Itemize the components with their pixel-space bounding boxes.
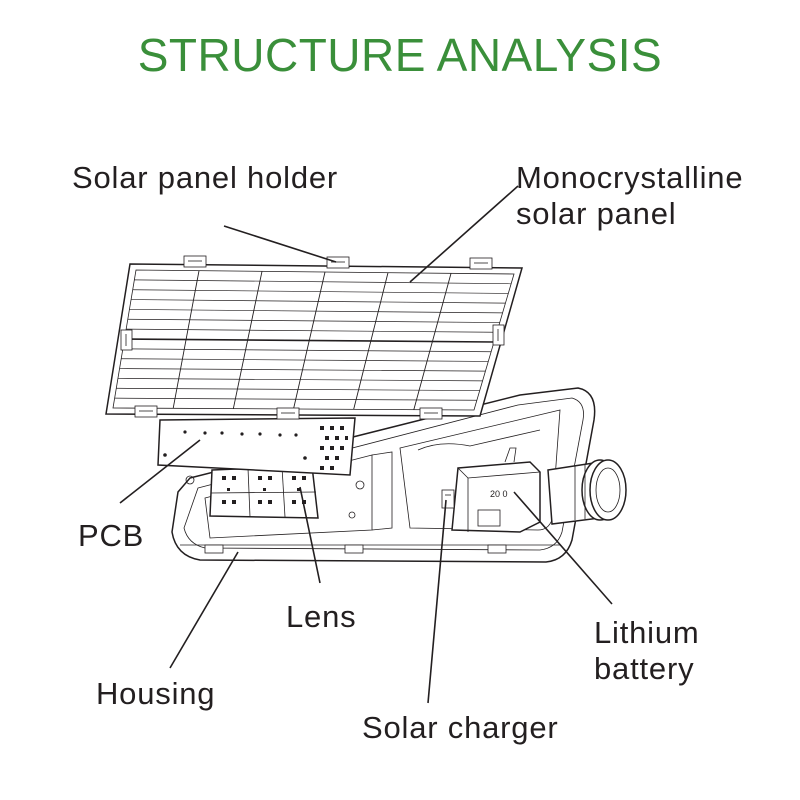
lens-array bbox=[209, 465, 319, 519]
solar-charger bbox=[441, 489, 455, 509]
page-title: STRUCTURE ANALYSIS bbox=[137, 29, 663, 81]
label-monocrystalline-solar-panel: Monocrystalline solar panel bbox=[516, 160, 743, 232]
panel-grid-line bbox=[119, 368, 486, 372]
panel-grid-line bbox=[126, 328, 497, 333]
solar-panel-holders bbox=[120, 255, 505, 420]
leader-lines bbox=[119, 185, 613, 704]
label-lens: Lens bbox=[286, 599, 357, 634]
leader-pcb bbox=[119, 439, 201, 504]
label-monocrystalline-line2: solar panel bbox=[516, 196, 677, 231]
panel-grid-line bbox=[127, 318, 500, 323]
leader-lithium-battery bbox=[513, 491, 613, 605]
panel-grid-line bbox=[122, 348, 492, 353]
leader-solar-charger bbox=[427, 499, 447, 704]
holder-clip bbox=[419, 407, 443, 420]
panel-grid-line bbox=[114, 397, 477, 401]
label-pcb: PCB bbox=[78, 518, 145, 553]
panel-grid-line bbox=[117, 378, 483, 382]
panel-grid-line bbox=[129, 309, 503, 314]
panel-grid-line bbox=[131, 299, 506, 304]
panel-grid-line bbox=[116, 387, 480, 391]
label-lithium-line1: Lithium bbox=[594, 615, 700, 650]
panel-grid-line bbox=[134, 279, 512, 285]
panel-grid-line bbox=[132, 289, 509, 294]
leader-solar-panel-holder bbox=[223, 225, 337, 263]
label-lithium-battery: Lithium battery bbox=[594, 615, 700, 687]
label-lithium-line2: battery bbox=[594, 651, 695, 686]
holder-clip bbox=[492, 324, 505, 346]
label-housing: Housing bbox=[96, 676, 216, 711]
holder-clip bbox=[183, 255, 207, 268]
solar-panel bbox=[105, 263, 523, 417]
panel-grid-line bbox=[124, 338, 495, 343]
label-monocrystalline-line1: Monocrystalline bbox=[516, 160, 744, 195]
leader-lens bbox=[299, 486, 321, 584]
holder-clip bbox=[120, 329, 133, 351]
label-solar-charger: Solar charger bbox=[362, 710, 559, 745]
holder-clip bbox=[134, 405, 158, 418]
lithium-battery: 20 0 bbox=[451, 447, 541, 533]
holder-clip bbox=[469, 257, 493, 270]
battery-marking: 20 0 bbox=[490, 489, 508, 499]
pole-connector bbox=[547, 459, 627, 525]
screw-bosses bbox=[185, 475, 507, 554]
solar-cell-grid bbox=[114, 270, 512, 410]
leader-monocrystalline bbox=[409, 185, 519, 283]
holder-clip bbox=[276, 407, 300, 420]
label-solar-panel-holder: Solar panel holder bbox=[72, 160, 339, 195]
holder-clip bbox=[326, 256, 350, 269]
pcb-board bbox=[157, 417, 356, 476]
leader-housing bbox=[169, 551, 239, 669]
panel-grid-line bbox=[121, 358, 489, 362]
